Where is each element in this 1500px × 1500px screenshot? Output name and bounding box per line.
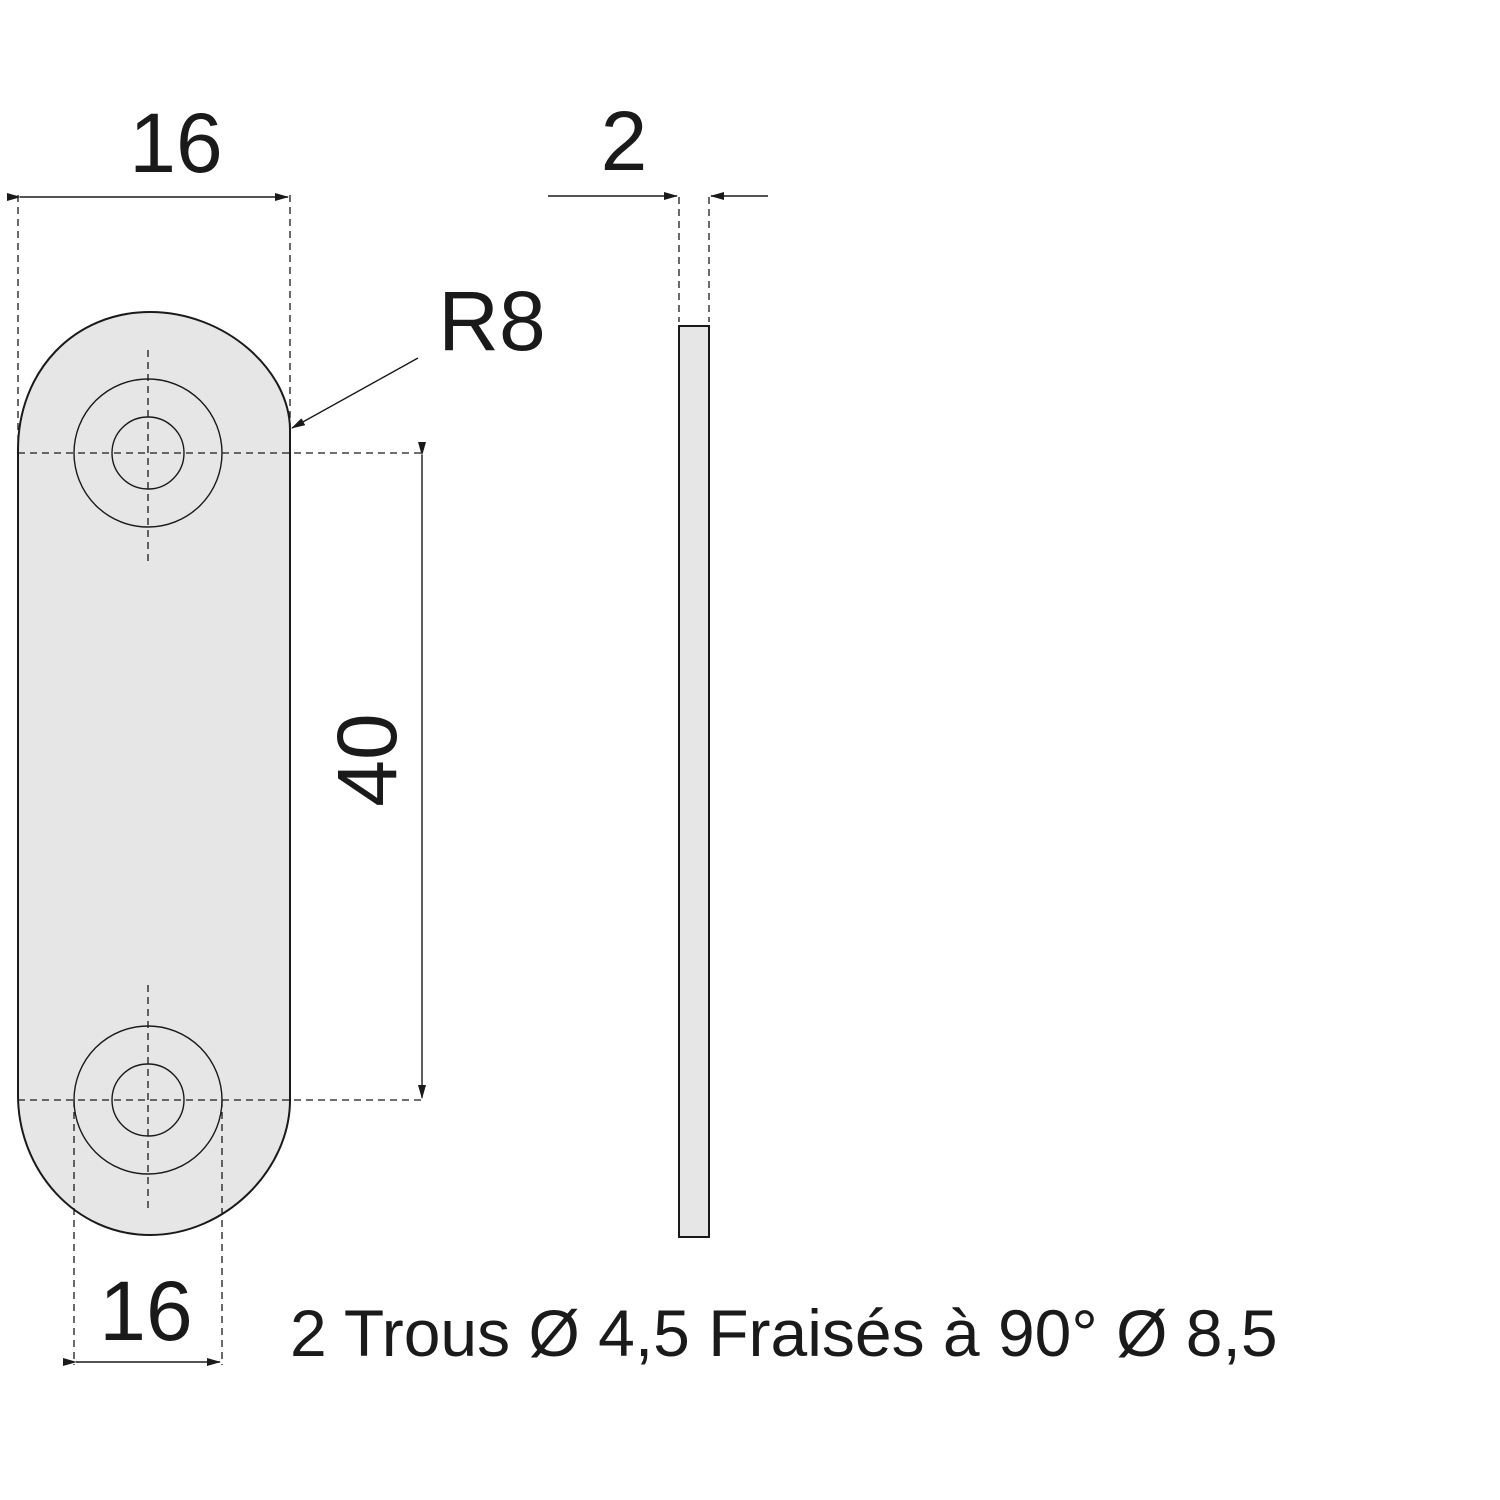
dimension-hole-spacing: 40	[320, 442, 426, 1099]
dimension-width-top: 16	[7, 96, 289, 201]
plate-front-view	[17, 195, 425, 1365]
holes-note: 2 Trous Ø 4,5 Fraisés à 90° Ø 8,5	[290, 1296, 1278, 1370]
width-bottom-label: 16	[99, 1264, 192, 1358]
width-top-label: 16	[129, 96, 222, 190]
plate-outline	[17, 310, 291, 1237]
plate-side-view	[678, 197, 710, 1238]
dimension-thickness: 2	[548, 94, 768, 200]
hole-spacing-label: 40	[320, 713, 414, 806]
radius-label: R8	[438, 274, 545, 368]
width-bottom-extensions	[73, 1100, 223, 1365]
width-top-extensions	[17, 195, 291, 440]
thickness-label: 2	[601, 94, 648, 188]
dimension-width-bottom: 16	[63, 1264, 221, 1366]
centerlines	[18, 350, 425, 1210]
dimension-radius: R8	[291, 274, 546, 429]
side-plate	[678, 325, 710, 1238]
